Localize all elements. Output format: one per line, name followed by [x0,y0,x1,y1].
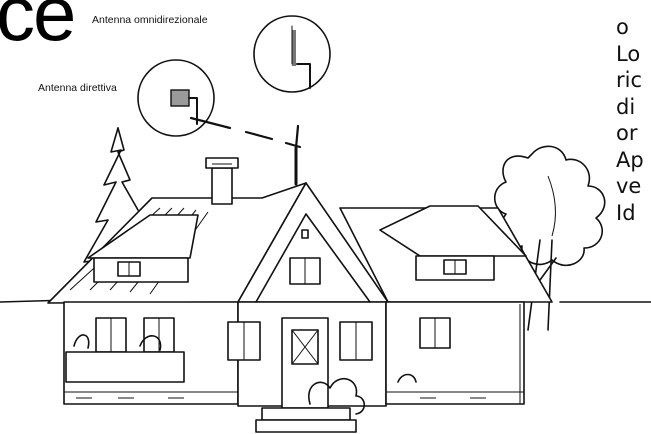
house-main [48,158,552,432]
omnidirectional-antenna-icon [254,16,330,92]
antenna-mast [191,118,300,184]
directional-antenna-icon [138,60,214,136]
